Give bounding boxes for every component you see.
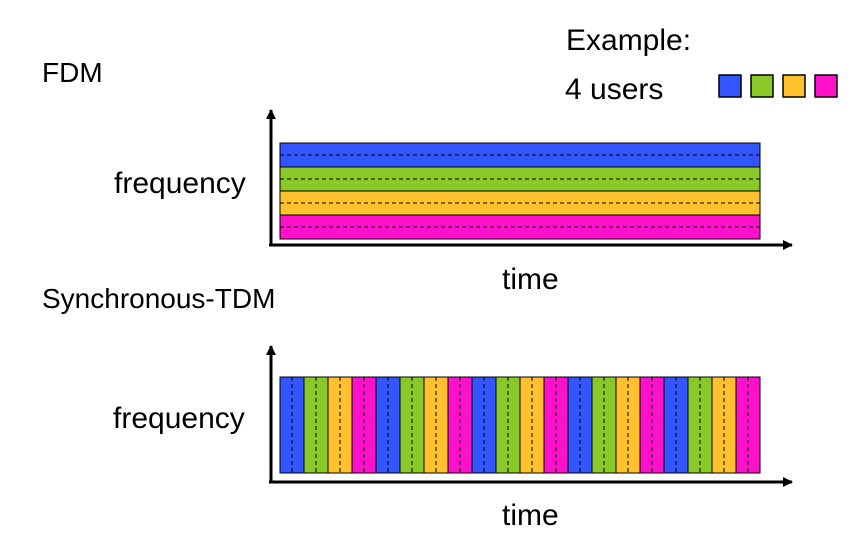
fdm-title: FDM [42, 57, 103, 88]
legend-title: Example: [566, 24, 691, 57]
tdm-slots [279, 376, 761, 474]
legend-caption: 4 users [565, 73, 663, 106]
legend-swatch-user-1 [718, 74, 742, 98]
legend-swatch-user-3 [782, 74, 806, 98]
tdm-time-label: time [502, 499, 559, 532]
fdm-bands [279, 142, 761, 240]
fdm-time-label: time [502, 263, 559, 296]
legend-swatch-user-2 [750, 74, 774, 98]
legend-swatches [718, 74, 838, 98]
tdm-title: Synchronous-TDM [42, 283, 275, 314]
legend-swatch-user-4 [814, 74, 838, 98]
fdm-frequency-label: frequency [114, 167, 246, 200]
tdm-frequency-label: frequency [113, 402, 245, 435]
